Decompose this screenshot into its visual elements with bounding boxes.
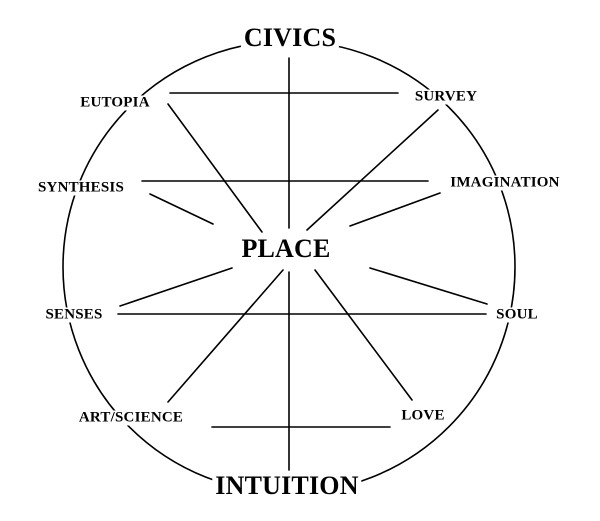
line-love-place [314, 269, 413, 401]
line-synthesis-place [149, 193, 214, 225]
line-eutopia-place [167, 103, 263, 233]
label-place: PLACE [238, 236, 334, 262]
line-survey-place [306, 109, 439, 231]
line-imagination-place [349, 192, 441, 227]
label-eutopia: EUTOPIA [77, 95, 153, 111]
line-senses-place [119, 267, 233, 307]
label-synthesis: SYNTHESIS [34, 180, 128, 196]
label-art-science: ART/SCIENCE [75, 410, 187, 426]
label-senses: SENSES [42, 307, 106, 323]
label-civics: CIVICS [240, 25, 340, 51]
line-soul-place [369, 267, 488, 305]
label-intuition: INTUITION [212, 473, 362, 499]
label-soul: SOUL [493, 307, 541, 323]
line-artscience-place [167, 269, 284, 403]
label-love: LOVE [398, 408, 448, 424]
label-survey: SURVEY [411, 89, 481, 105]
label-imagination: IMAGINATION [447, 175, 563, 191]
